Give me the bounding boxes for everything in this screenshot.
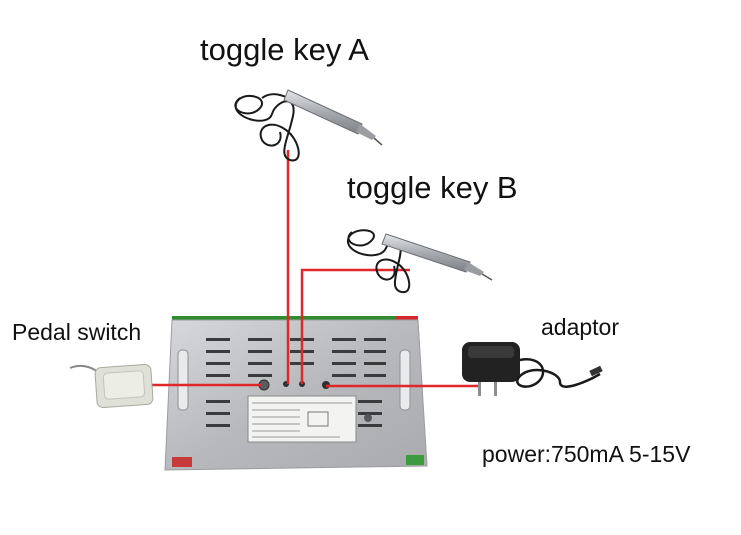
adaptor-label: adaptor [541, 314, 620, 340]
left-slot [177, 349, 189, 411]
foot-right [406, 455, 424, 465]
screw [364, 414, 372, 422]
power-adaptor [462, 342, 603, 396]
connection-lines [148, 150, 480, 388]
pedal-switch [69, 363, 154, 409]
foot-left [172, 457, 192, 467]
line-toggle-b [300, 268, 410, 384]
panel-body [164, 319, 428, 471]
spec-sticker [247, 395, 357, 443]
toggle-pen-a [234, 89, 383, 162]
pedal-switch-label: Pedal switch [12, 319, 142, 345]
right-slot [399, 349, 411, 411]
control-box [164, 316, 428, 471]
toggle-key-a-label: toggle key A [200, 32, 369, 67]
power-spec-label: power:750mA 5-15V [482, 441, 691, 467]
toggle-pen-b [347, 229, 493, 294]
toggle-key-b-label: toggle key B [347, 170, 518, 205]
